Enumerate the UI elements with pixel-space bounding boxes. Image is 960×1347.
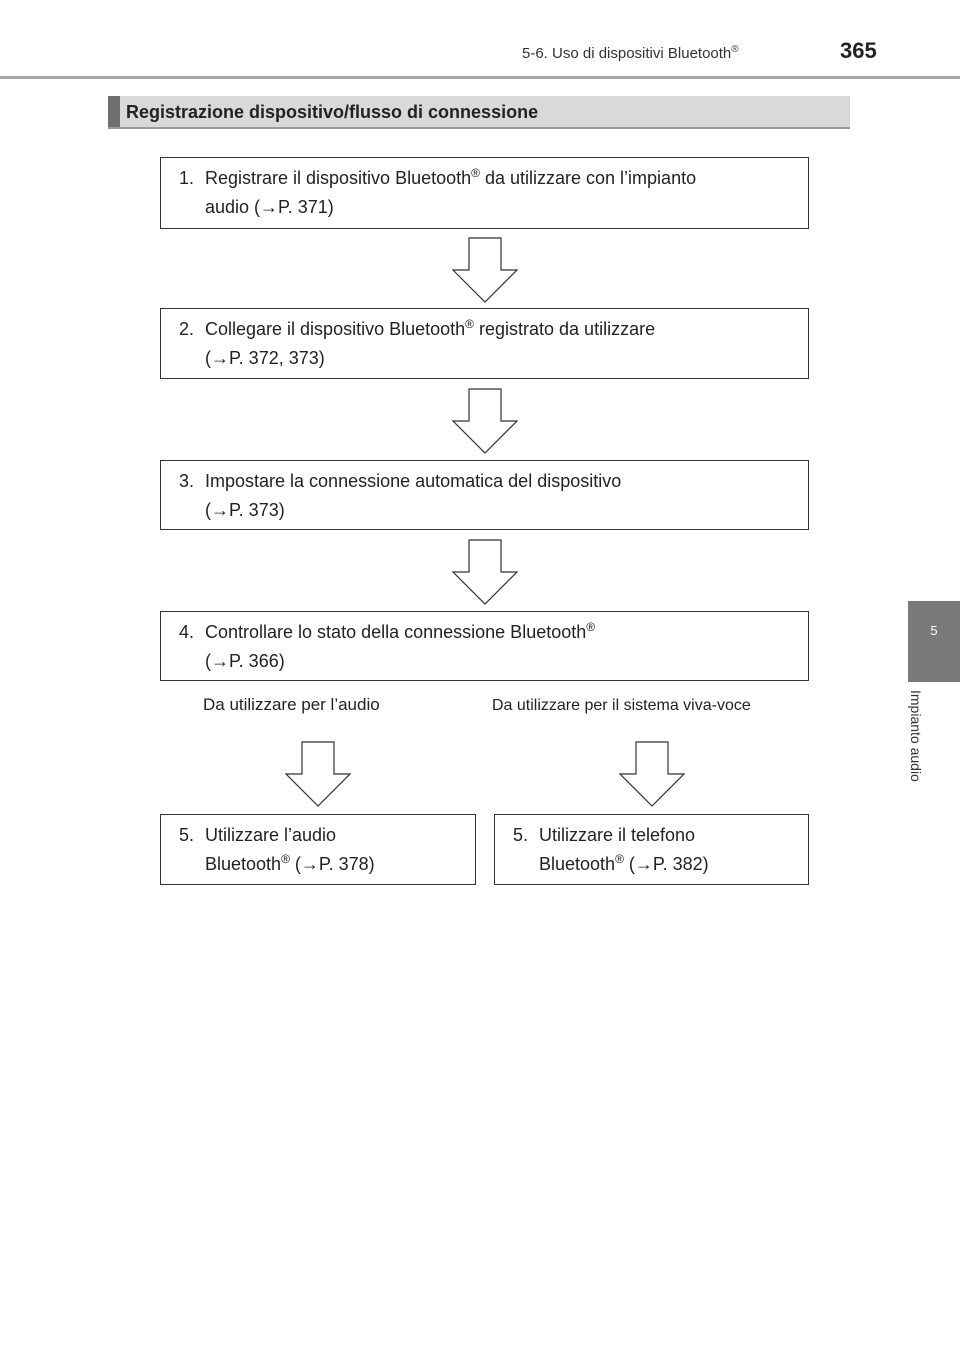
step-text-line2: Bluetooth® (→P. 378): [205, 852, 375, 874]
arrow-down-icon: [452, 237, 518, 303]
step-number: 4.: [179, 622, 195, 642]
step-page-ref: audio (→P. 371): [205, 197, 334, 217]
step-number: 1.: [179, 168, 195, 188]
branch-label-handsfree: Da utilizzare per il sistema viva-voce: [492, 697, 751, 714]
header-divider: [0, 76, 960, 79]
arrow-down-icon: [452, 539, 518, 605]
step-text-line1: Collegare il dispositivo Bluetooth® regi…: [205, 317, 656, 339]
step-page-ref: (→P. 366): [205, 651, 285, 671]
flow-step-5-audio: 5. Utilizzare l’audio Bluetooth® (→P. 37…: [160, 814, 476, 885]
step-number: 5.: [179, 825, 195, 845]
branch-label-audio: Da utilizzare per l’audio: [203, 695, 380, 714]
step-text-line2: Bluetooth® (→P. 382): [539, 852, 709, 874]
section-heading: 5-6. Uso di dispositivi Bluetooth®: [522, 44, 739, 62]
step-text-line1: Impostare la connessione automatica del …: [205, 471, 622, 491]
step-page-ref: (→P. 372, 373): [205, 348, 325, 368]
registered-mark: ®: [586, 620, 596, 634]
step-number: 3.: [179, 471, 195, 491]
registered-mark: ®: [465, 317, 474, 331]
step-page-ref: (→P. 373): [205, 500, 285, 520]
registered-mark: ®: [471, 166, 480, 180]
step-text-line1: Utilizzare l’audio: [205, 825, 337, 845]
chapter-label: Impianto audio: [908, 690, 924, 782]
section-title-accent: [108, 96, 120, 127]
flow-step-5-phone: 5. Utilizzare il telefono Bluetooth® (→P…: [494, 814, 809, 885]
step-text-line1: Controllare lo stato della connessione B…: [205, 620, 596, 642]
arrow-down-icon: [452, 388, 518, 454]
chapter-tab[interactable]: 5: [908, 601, 960, 682]
registered-mark: ®: [615, 852, 624, 866]
step-text-line1: Registrare il dispositivo Bluetooth® da …: [205, 166, 697, 188]
registered-mark: ®: [731, 44, 739, 55]
section-title: Registrazione dispositivo/flusso di conn…: [126, 102, 539, 122]
flow-step-1: 1. Registrare il dispositivo Bluetooth® …: [160, 157, 809, 229]
registered-mark: ®: [281, 852, 290, 866]
step-number: 2.: [179, 319, 195, 339]
flow-step-3: 3. Impostare la connessione automatica d…: [160, 460, 809, 530]
section-title-bar: Registrazione dispositivo/flusso di conn…: [108, 96, 850, 129]
flow-step-4: 4. Controllare lo stato della connession…: [160, 611, 809, 681]
flow-step-2: 2. Collegare il dispositivo Bluetooth® r…: [160, 308, 809, 379]
step-text-line1: Utilizzare il telefono: [539, 825, 696, 845]
step-number: 5.: [513, 825, 529, 845]
arrow-down-icon: [285, 741, 351, 807]
arrow-down-icon: [619, 741, 685, 807]
page-number: 365: [840, 38, 877, 63]
